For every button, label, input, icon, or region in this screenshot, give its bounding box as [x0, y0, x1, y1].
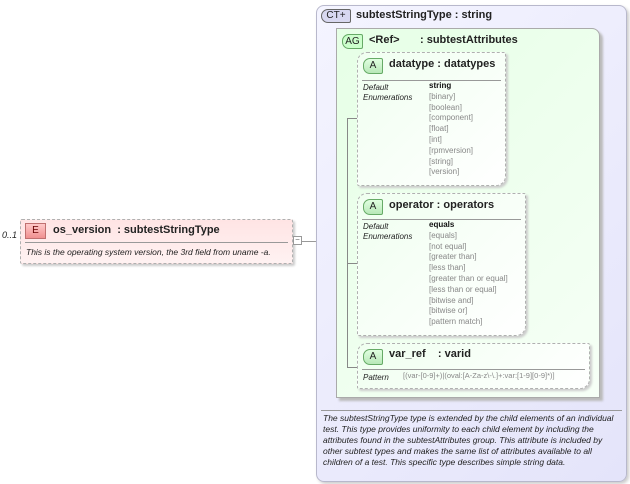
- element-title: os_version : subtestStringType: [53, 224, 220, 236]
- complex-type-badge: CT+: [321, 9, 351, 23]
- divider: [321, 410, 622, 411]
- attribute-group-title: : subtestAttributes: [420, 34, 518, 46]
- enum-value: [float]: [429, 124, 449, 134]
- attribute-badge: A: [363, 349, 383, 365]
- divider: [362, 369, 585, 370]
- enum-value: [greater than or equal]: [429, 273, 508, 283]
- attribute-badge: A: [363, 199, 383, 215]
- default-label: Default: [363, 83, 389, 92]
- tree-line: [347, 118, 348, 368]
- enum-value: [string]: [429, 156, 454, 166]
- element-badge: E: [25, 223, 46, 239]
- enum-value: [pattern match]: [429, 317, 483, 327]
- element-os-version[interactable]: E os_version : subtestStringType This is…: [20, 219, 293, 264]
- enum-value: [bitwise or]: [429, 306, 468, 316]
- occurrence-label: 0..1: [2, 230, 18, 240]
- enum-value: [equals]: [429, 230, 458, 240]
- divider: [362, 219, 521, 220]
- attribute-group-badge: AG: [342, 34, 363, 49]
- enum-value: [greater than]: [429, 252, 477, 262]
- default-label: Default: [363, 222, 389, 231]
- attribute-title: var_ref : varid: [389, 348, 471, 360]
- connector-line: [302, 241, 317, 242]
- divider: [362, 80, 501, 81]
- tree-line: [347, 263, 357, 264]
- enum-value: [bitwise and]: [429, 295, 474, 305]
- enum-value: [less than or equal]: [429, 284, 497, 294]
- enum-value: [component]: [429, 113, 474, 123]
- enumeration-list: string [binary] [boolean] [component] [f…: [429, 81, 473, 178]
- divider: [25, 242, 288, 243]
- enum-value: [int]: [429, 134, 442, 144]
- complex-type-title: subtestStringType : string: [356, 9, 493, 21]
- pattern-value: [(var-[0-9]+)|(oval:[A-Za-z\-\.]+:var:[1…: [403, 371, 555, 380]
- attribute-var-ref[interactable]: A var_ref : varid Pattern [(var-[0-9]+)|…: [357, 343, 590, 389]
- enum-value: [less than]: [429, 263, 466, 273]
- attribute-badge: A: [363, 58, 383, 74]
- complex-type-description: The subtestStringType type is extended b…: [323, 413, 614, 467]
- tree-line: [347, 118, 357, 119]
- enumeration-list: equals [equals] [not equal] [greater tha…: [429, 220, 508, 328]
- attribute-title: operator : operators: [389, 199, 495, 211]
- enum-value: [not equal]: [429, 241, 467, 251]
- collapse-icon[interactable]: −: [293, 236, 302, 245]
- pattern-label: Pattern: [363, 373, 389, 382]
- enumerations-label: Enumerations: [363, 92, 413, 102]
- tree-line: [347, 367, 357, 368]
- enum-value: [rpmversion]: [429, 145, 474, 155]
- attribute-title: datatype : datatypes: [389, 58, 496, 70]
- default-value: equals: [429, 220, 455, 229]
- element-description: This is the operating system version, th…: [26, 247, 271, 257]
- attribute-group-ref: <Ref>: [369, 34, 400, 46]
- enum-value: [binary]: [429, 91, 456, 101]
- enum-value: [boolean]: [429, 102, 462, 112]
- enumerations-label: Enumerations: [363, 231, 413, 241]
- default-value: string: [429, 81, 452, 90]
- enum-value: [version]: [429, 167, 460, 177]
